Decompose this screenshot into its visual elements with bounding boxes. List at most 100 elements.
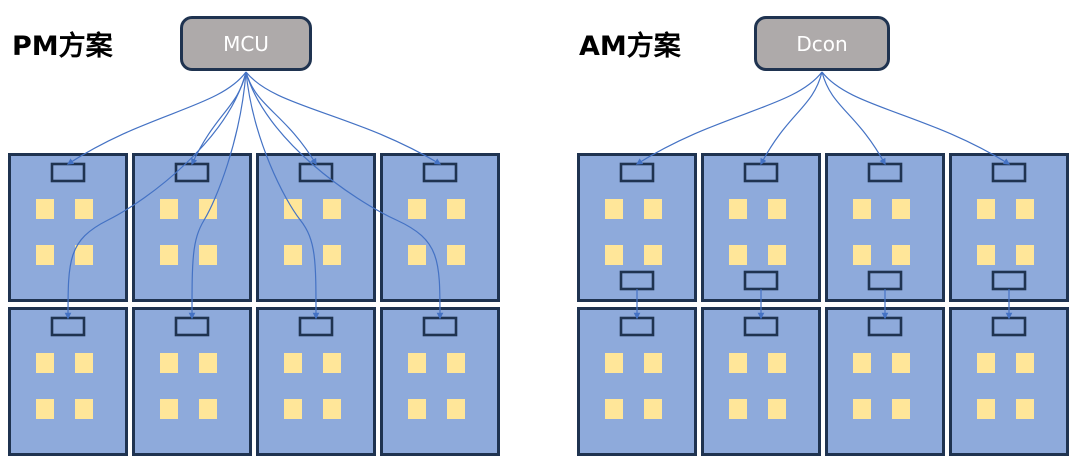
led-chip [36,199,54,219]
led-chip [199,199,217,219]
led-chip [892,245,910,265]
panel-body [701,153,821,302]
led-chip [75,245,93,265]
am-scheme-title: AM方案 [579,31,681,62]
pm-panel-r2-c1 [8,307,128,456]
led-chip [644,199,662,219]
pm-panel-r2-c2 [132,307,252,456]
led-chip [892,353,910,373]
led-chip [284,245,302,265]
led-chip [323,353,341,373]
led-chip [199,399,217,419]
pm-link-r1-c2 [191,71,247,166]
led-chip [644,353,662,373]
panel-body [380,307,500,456]
am-panel-r1-c4 [949,153,1069,302]
pm-panel-r2-c3 [256,307,376,456]
panel-body [380,153,500,302]
led-chip [605,399,623,419]
led-chip [408,399,426,419]
led-chip [75,399,93,419]
led-chip [768,353,786,373]
led-chip [447,353,465,373]
led-chip [853,353,871,373]
mcu-controller-box: MCU [180,16,312,71]
led-chip [408,199,426,219]
panel-body [256,307,376,456]
am-panel-r2-c4 [949,307,1069,456]
led-chip [853,399,871,419]
dcon-controller-box: Dcon [754,16,890,71]
pm-link-r1-c1 [66,71,247,165]
led-chip [160,399,178,419]
pm-link-r2-c2 [188,71,247,320]
am-link-r1-c1 [635,71,823,165]
led-chip [160,353,178,373]
panel-body [8,307,128,456]
led-chip [199,353,217,373]
led-chip [36,353,54,373]
led-chip [768,399,786,419]
led-chip [768,245,786,265]
led-chip [75,353,93,373]
am-connection-lines [633,71,1013,320]
pm-link-r2-c1 [64,71,247,320]
panel-body [825,307,945,456]
led-chip [977,353,995,373]
led-chip [977,245,995,265]
led-chip [644,245,662,265]
am-panel-r2-c3 [825,307,945,456]
pm-panel-r1-c4 [380,153,500,302]
pm-panel-r1-c1 [8,153,128,302]
led-chip [977,199,995,219]
led-chip [408,353,426,373]
panel-body [949,307,1069,456]
dcon-label: Dcon [796,31,848,56]
am-link-r1-c3 [821,71,886,166]
led-chip [199,245,217,265]
panel-body [8,153,128,302]
led-chip [892,199,910,219]
led-chip [1016,399,1034,419]
pm-link-r1-c4 [245,71,442,165]
panel-body [949,153,1069,302]
led-chip [75,199,93,219]
led-chip [853,245,871,265]
am-link-r1-c4 [821,71,1011,165]
pm-scheme-title: PM方案 [12,31,113,62]
led-chip [160,245,178,265]
am-panel-grid [577,153,1069,456]
led-chip [408,245,426,265]
led-chip [1016,199,1034,219]
led-chip [644,399,662,419]
panel-body [132,307,252,456]
led-chip [323,245,341,265]
led-chip [605,245,623,265]
am-link-r1-c2 [760,71,823,166]
led-chip [729,245,747,265]
am-panel-r1-c3 [825,153,945,302]
led-chip [447,245,465,265]
led-chip [729,399,747,419]
led-chip [447,399,465,419]
pm-connection-lines [64,71,444,320]
pm-link-r2-c3 [245,71,320,320]
led-chip [977,399,995,419]
led-chip [323,399,341,419]
led-chip [605,199,623,219]
panel-body [577,153,697,302]
led-chip [768,199,786,219]
led-chip [605,353,623,373]
led-chip [729,353,747,373]
led-chip [36,245,54,265]
pm-panel-grid [8,153,500,456]
mcu-label: MCU [223,31,269,56]
pm-panel-r2-c4 [380,307,500,456]
panel-body [825,153,945,302]
led-chip [36,399,54,419]
am-panel-r1-c1 [577,153,697,302]
led-chip [323,199,341,219]
led-chip [284,399,302,419]
panel-body [577,307,697,456]
